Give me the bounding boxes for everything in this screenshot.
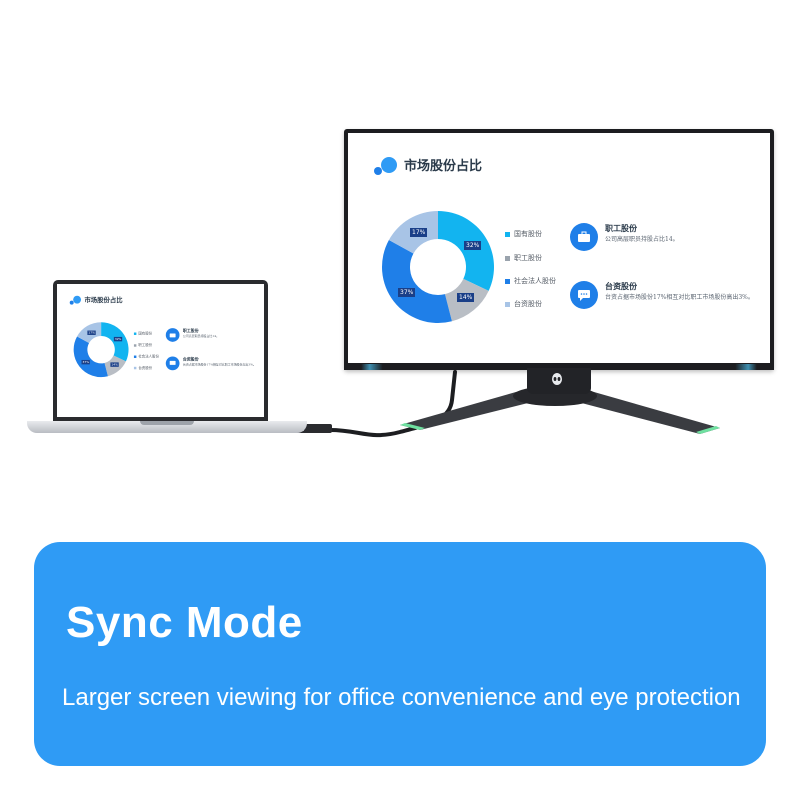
- slice-label-37: 37%: [398, 288, 416, 297]
- brand-logo-icon: [552, 373, 562, 385]
- info-title-employee: 职工股份: [605, 223, 637, 233]
- mirror-legend-state: 国有股份: [133, 331, 152, 336]
- donut-slice-2: [382, 240, 452, 323]
- mirror-info-title-employee: 职工股份: [182, 328, 199, 333]
- info-text-taiwan: 台资占据市场股份17%相互对比职工市场股份高出3%。: [605, 294, 754, 301]
- mirror-donut-chart: [73, 322, 129, 378]
- legend-item-employee: 职工股份: [505, 253, 542, 263]
- briefcase-icon: [570, 223, 598, 251]
- card-subtitle: Larger screen viewing for office conveni…: [62, 684, 741, 711]
- mirror-slide-title: 市场股份占比: [84, 296, 123, 305]
- donut-slice-0: [438, 211, 494, 291]
- mirror-legend-corporate: 社会法人股份: [133, 354, 159, 359]
- laptop-base: [27, 421, 307, 433]
- mirror-chat-icon: [165, 356, 180, 371]
- mirror-briefcase-icon: [165, 328, 180, 342]
- monitor-screen: 市场股份占比 17% 32% 14% 37% 国有股份 职工股份 社会法人股份 …: [348, 133, 770, 363]
- mirror-info-text-employee: 公司高层职员持股占比14。: [182, 334, 220, 338]
- title-bubbles-icon: [374, 157, 397, 175]
- slice-label-17: 17%: [410, 228, 428, 237]
- mirror-legend-employee: 职工股份: [133, 343, 152, 348]
- card-title: Sync Mode: [66, 598, 303, 647]
- chat-icon: [570, 281, 598, 309]
- mirror-info-text-taiwan: 台资占据市场股份17%相互对比职工市场股份高出3%。: [182, 362, 256, 367]
- mirror-info-title-taiwan: 台资股份: [182, 356, 199, 362]
- mirror-donut-slice-2: [73, 336, 108, 378]
- slide-title: 市场股份占比: [404, 159, 483, 174]
- mirror-slice-label-14: 14%: [110, 362, 119, 367]
- mirror-slice-label-32: 32%: [113, 336, 123, 342]
- share-donut-chart: [382, 211, 494, 323]
- mirror-donut-slice-0: [101, 322, 129, 362]
- mirror-title-bubbles-icon: [69, 295, 82, 305]
- laptop-screen: 市场股份占比 17% 32% 14% 37% 国有股份 职工股份 社会法人股份 …: [57, 284, 264, 417]
- feature-card: [34, 542, 766, 766]
- info-title-taiwan: 台资股份: [605, 281, 637, 291]
- legend-item-state: 国有股份: [505, 229, 542, 239]
- slice-label-14: 14%: [457, 293, 475, 302]
- mirror-slice-label-37: 37%: [81, 359, 90, 365]
- laptop-hinge-notch: [140, 421, 194, 425]
- info-text-employee: 公司高层职员持股占比14。: [605, 236, 679, 243]
- mirror-slice-label-17: 17%: [87, 330, 96, 335]
- slice-label-32: 32%: [464, 241, 482, 250]
- mirror-legend-taiwan: 台资股份: [133, 365, 152, 370]
- legend-item-taiwan: 台资股份: [505, 299, 542, 309]
- legend-item-corporate: 社会法人股份: [505, 276, 556, 286]
- monitor-chin: [344, 364, 774, 370]
